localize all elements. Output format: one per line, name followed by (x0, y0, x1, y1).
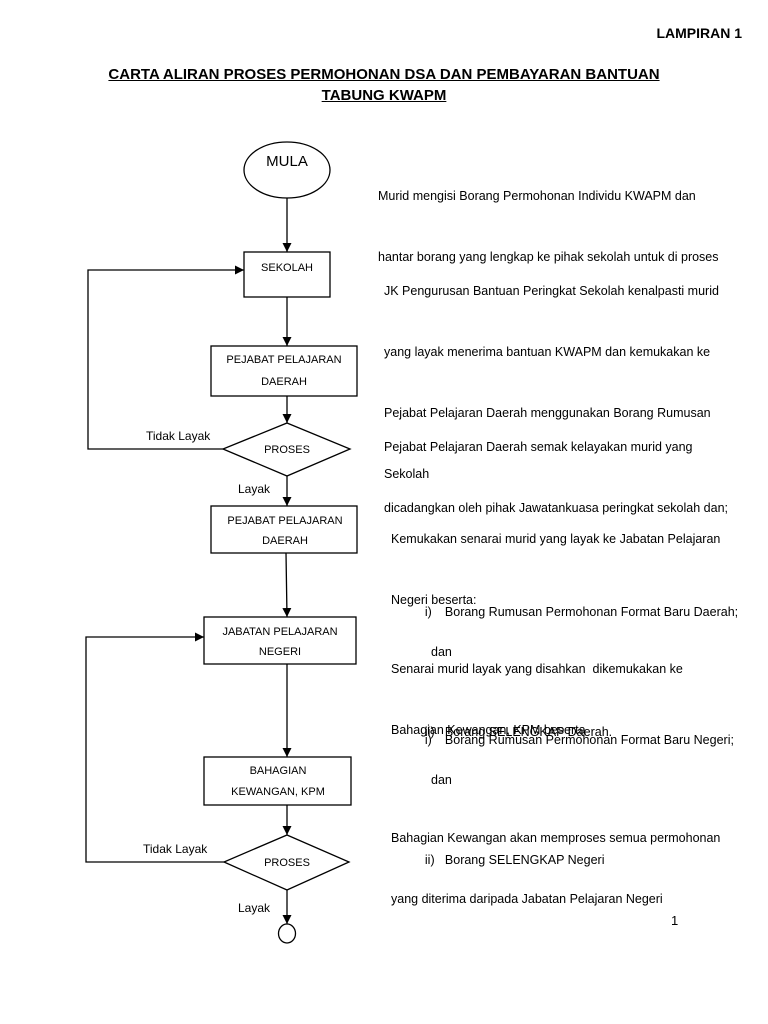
node-ppd-second-label-line-1: PEJABAT PELAJARAN (227, 515, 342, 527)
list-marker: i) (424, 605, 432, 619)
end-connector (277, 923, 297, 944)
list-item-continuation: dan (431, 645, 452, 659)
list-marker: i) (424, 733, 432, 747)
page-title-text-2: TABUNG KWAPM (321, 87, 447, 104)
node-kewangan-label-line-1: BAHAGIAN (250, 765, 307, 777)
appendix-label: LAMPIRAN 1 (656, 25, 742, 41)
node-jpn-label-line-1: JABATAN PELAJARAN (222, 626, 337, 638)
node-kewangan (203, 756, 352, 806)
list-item-text: Borang SELENGKAP Daerah. (444, 725, 613, 739)
label-layak-first: Layak (238, 482, 271, 496)
node-sekolah (243, 251, 331, 298)
decision-proses-second-label: PROSES (264, 857, 310, 869)
node-jpn-label-line-2: NEGERI (259, 646, 301, 658)
list-item-text: Borang Rumusan Permohonan Format Baru Ne… (444, 733, 734, 747)
description-line: Pejabat Pelajaran Daerah semak kelayakan… (384, 439, 693, 454)
description-line: yang layak menerima bantuan KWAPM dan ke… (384, 345, 711, 360)
description-line: Sekolah (384, 467, 430, 482)
description-ppd-semak: Pejabat Pelajaran Daerah semak kelayakan… (384, 396, 728, 539)
node-jpn (203, 616, 357, 665)
list-item-continuation: dan (431, 773, 452, 787)
list-item: ii) Borang SELENGKAP Negeri (411, 830, 734, 867)
list-item: i) Borang Rumusan Permohonan Format Baru … (411, 710, 734, 747)
description-mula: Murid mengisi Borang Permohonan Individu… (378, 145, 719, 288)
description-line: Negeri beserta: (391, 593, 477, 608)
node-ppd-first-label-line-1: PEJABAT PELAJARAN (226, 354, 341, 366)
list-item-text: Borang Rumusan Permohonan Format Baru Da… (444, 605, 739, 619)
description-line: dicadangkan oleh pihak Jawatankuasa peri… (384, 501, 728, 516)
node-ppd-first-label-line-2: DAERAH (261, 376, 307, 388)
description-ppd-kemukakan: Kemukakan senarai murid yang layak ke Ja… (391, 488, 720, 631)
page-title-line-2: TABUNG KWAPM (0, 87, 768, 105)
list-item-text: Borang SELENGKAP Negeri (444, 853, 605, 867)
node-ppd-second (210, 505, 358, 554)
label-tidak-layak-second: Tidak Layak (143, 842, 208, 856)
page-title-text-1: CARTA ALIRAN PROSES PERMOHONAN DSA DAN P… (108, 66, 660, 83)
description-line: hantar borang yang lengkap ke pihak seko… (378, 250, 719, 265)
loop-back-tidak-layak-first (87, 265, 244, 450)
description-line: Kemukakan senarai murid yang layak ke Ja… (391, 531, 721, 546)
description-line: yang diterima daripada Jabatan Pelajaran… (391, 892, 663, 907)
list-marker: ii) (424, 853, 435, 867)
start-label: MULA (266, 153, 308, 170)
label-tidak-layak-first: Tidak Layak (146, 429, 211, 443)
start-terminator (243, 141, 331, 199)
node-ppd-first (210, 345, 358, 397)
description-line: Bahagian Kewangan, KPM beserta (391, 723, 586, 738)
description-line: Murid mengisi Borang Permohonan Individu… (378, 188, 696, 203)
node-ppd-second-label-line-2: DAERAH (262, 535, 308, 547)
description-kewangan: Bahagian Kewangan akan memproses semua p… (391, 787, 720, 930)
description-jpn: Senarai murid layak yang disahkan dikemu… (391, 618, 683, 761)
loop-back-tidak-layak-second (85, 632, 224, 863)
description-line: JK Pengurusan Bantuan Peringkat Sekolah … (384, 283, 719, 298)
list-item: ii) Borang SELENGKAP Daerah. (411, 702, 738, 739)
list-marker: ii) (424, 725, 435, 739)
description-jpn-list: i) Borang Rumusan Permohonan Format Baru … (411, 670, 734, 870)
description-line: Senarai murid layak yang disahkan dikemu… (391, 661, 683, 676)
decision-proses-first-label: PROSES (264, 444, 310, 456)
node-sekolah-label: SEKOLAH (261, 262, 313, 274)
node-kewangan-label-line-2: KEWANGAN, KPM (231, 786, 325, 798)
page-title-line-1: CARTA ALIRAN PROSES PERMOHONAN DSA DAN P… (0, 66, 768, 84)
description-line: Bahagian Kewangan akan memproses semua p… (391, 830, 721, 845)
label-layak-second: Layak (238, 901, 271, 915)
list-item: i) Borang Rumusan Permohonan Format Baru … (411, 582, 738, 619)
description-line: Pejabat Pelajaran Daerah menggunakan Bor… (384, 406, 711, 421)
description-ppd-kemukakan-list: i) Borang Rumusan Permohonan Format Baru … (411, 542, 738, 742)
page-number: 1 (671, 913, 679, 928)
description-sekolah: JK Pengurusan Bantuan Peringkat Sekolah … (384, 240, 719, 505)
arrow-ppd-to-jpn (282, 552, 292, 618)
